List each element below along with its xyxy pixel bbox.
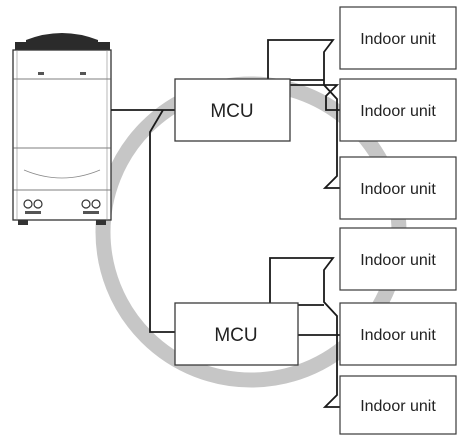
indoor-unit-1-label: Indoor unit [360,31,436,48]
indoor-unit-4: Indoor unit [339,227,457,291]
indoor-unit-3: Indoor unit [339,156,457,220]
pipe-mcu2-iu4 [269,257,340,408]
outdoor-unit [12,33,112,225]
indoor-unit-2: Indoor unit [339,78,457,142]
mcu-2: MCU [174,302,299,366]
indoor-unit-6-label: Indoor unit [360,398,436,415]
indoor-unit-4-label: Indoor unit [360,252,436,269]
mcu-1-label: MCU [210,101,253,122]
indoor-unit-3-label: Indoor unit [360,181,436,198]
indoor-unit-2-label: Indoor unit [360,103,436,120]
indoor-unit-5-label: Indoor unit [360,327,436,344]
mcu-2-label: MCU [214,325,257,346]
indoor-unit-1: Indoor unit [339,6,457,70]
pipe-mcu1-iu2 [290,84,340,111]
mcu-1: MCU [174,78,291,142]
pipe-network [111,39,340,408]
trunk-pipe [149,109,175,333]
indoor-unit-5: Indoor unit [339,302,457,366]
indoor-unit-6: Indoor unit [339,375,457,435]
